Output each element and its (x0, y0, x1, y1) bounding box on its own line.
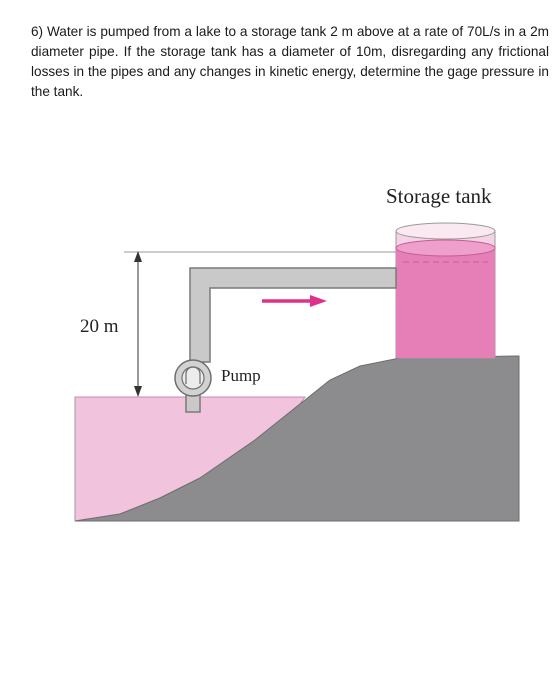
height-label: 20 m (80, 316, 119, 337)
pump-label: Pump (221, 366, 261, 385)
pump-icon (174, 359, 212, 397)
problem-statement: 6) Water is pumped from a lake to a stor… (31, 24, 549, 99)
storage-tank-label: Storage tank (386, 184, 492, 208)
height-dimension (124, 251, 396, 397)
flow-arrow-icon (262, 295, 327, 307)
storage-tank (395, 222, 496, 359)
ground-hill (74, 355, 520, 522)
